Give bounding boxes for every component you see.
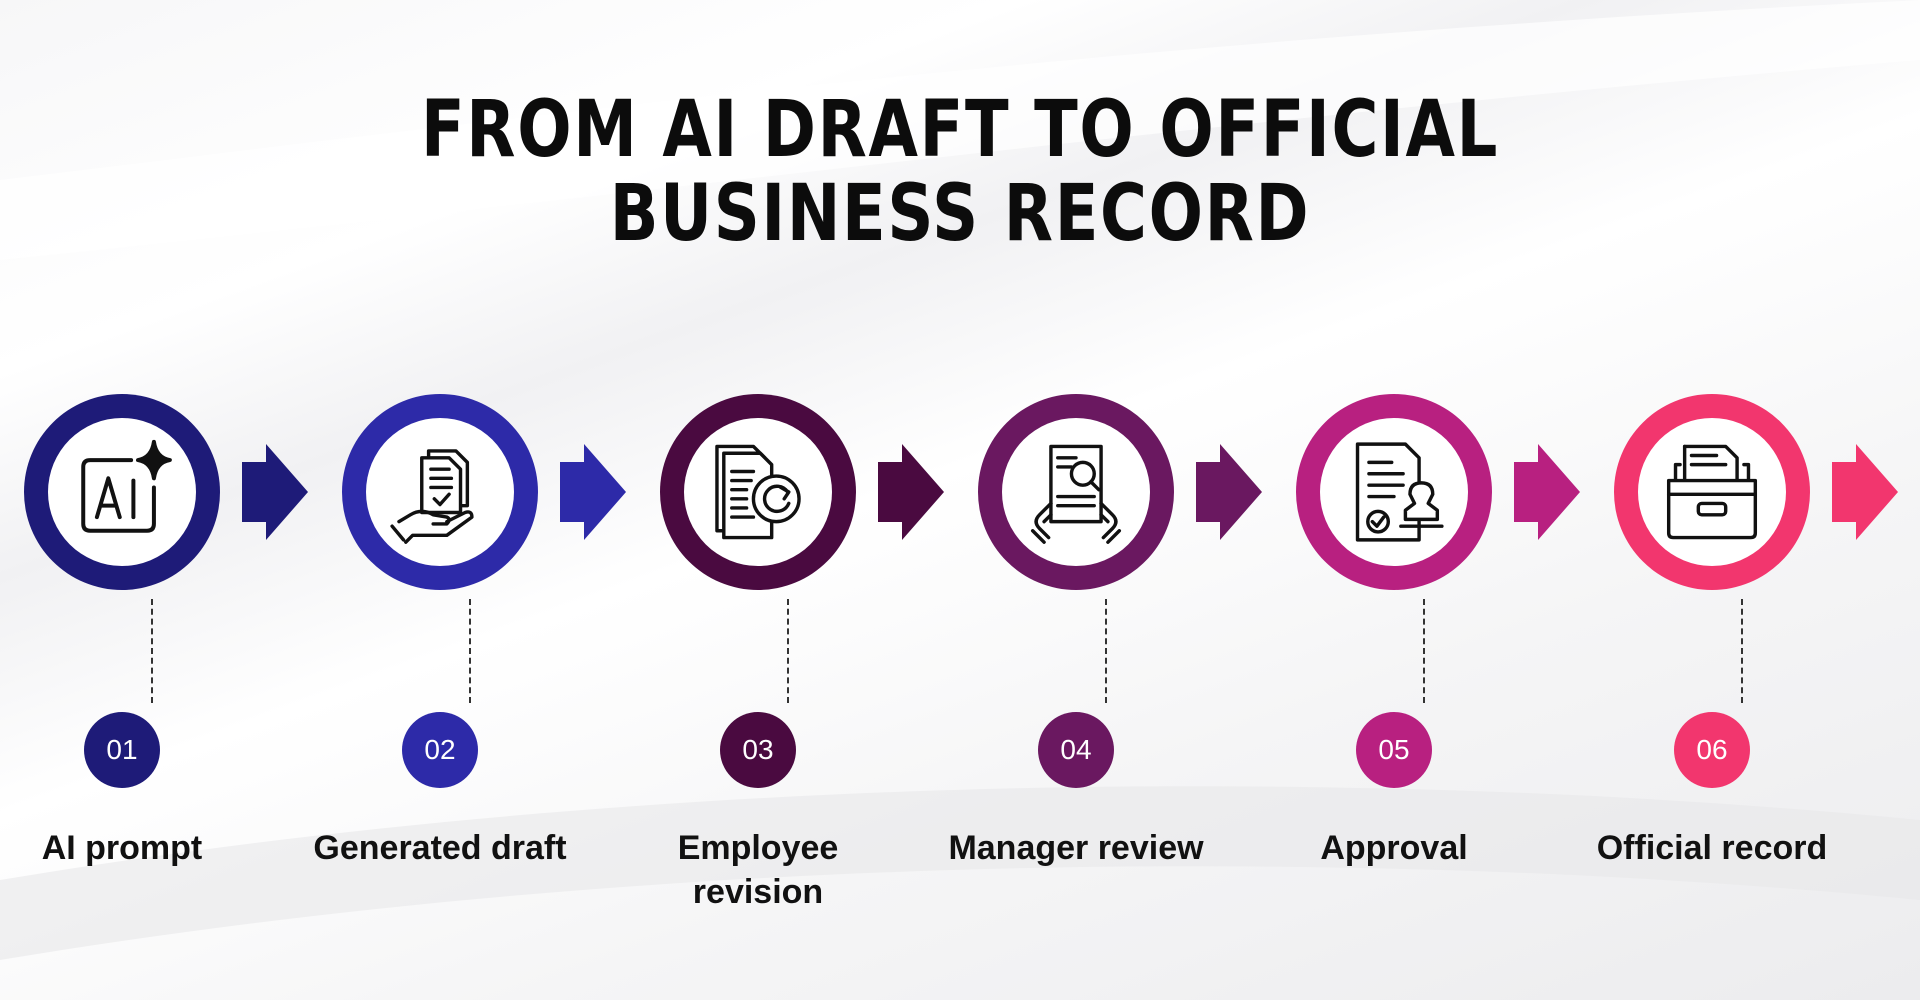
step-label: AI prompt [41,829,203,867]
ai-sparkle-icon [81,439,172,533]
step-label: Approval [1320,829,1468,867]
step-ring [638,392,944,592]
step-label: Official record [1596,829,1828,867]
step-number-badge: 06 [1674,712,1750,788]
step-number-badge: 01 [84,712,160,788]
step-ring [1592,392,1898,592]
step-number-badge: 02 [402,712,478,788]
step-label: Employee revision [677,829,839,911]
step-number-badge: 03 [720,712,796,788]
step-number-badge: 04 [1038,712,1114,788]
page-title: FROM AI DRAFT TO OFFICIAL BUSINESS RECOR… [173,88,1747,256]
document-magnifier-icon [1030,444,1122,544]
connector-line [787,599,789,703]
step-label: Generated draft [313,829,567,867]
step-label: Manager review [948,829,1204,867]
connector-line [469,599,471,703]
document-stamp-icon [1355,442,1444,542]
connector-line [151,599,153,703]
title-line-1: FROM AI DRAFT TO OFFICIAL [420,85,1500,175]
title-line-2: BUSINESS RECORD [609,169,1311,259]
step-ring [2,392,308,592]
step-ring [1274,392,1580,592]
connector-line [1741,599,1743,703]
step-5: 05 Approval [1274,392,1580,932]
archive-box-icon [1666,444,1758,540]
connector-line [1105,599,1107,703]
document-refresh-icon [715,444,801,540]
step-ring [956,392,1262,592]
connector-line [1423,599,1425,703]
step-1: 01 AI prompt [2,392,308,932]
step-number-badge: 05 [1356,712,1432,788]
step-ring [320,392,626,592]
step-2: 02 Generated draft [313,392,626,932]
document-in-hand-icon [390,449,474,544]
step-6: 06 Official record [1592,392,1898,932]
step-3: 03 Employee revision [638,392,944,932]
step-4: 04 Manager review [948,392,1262,932]
